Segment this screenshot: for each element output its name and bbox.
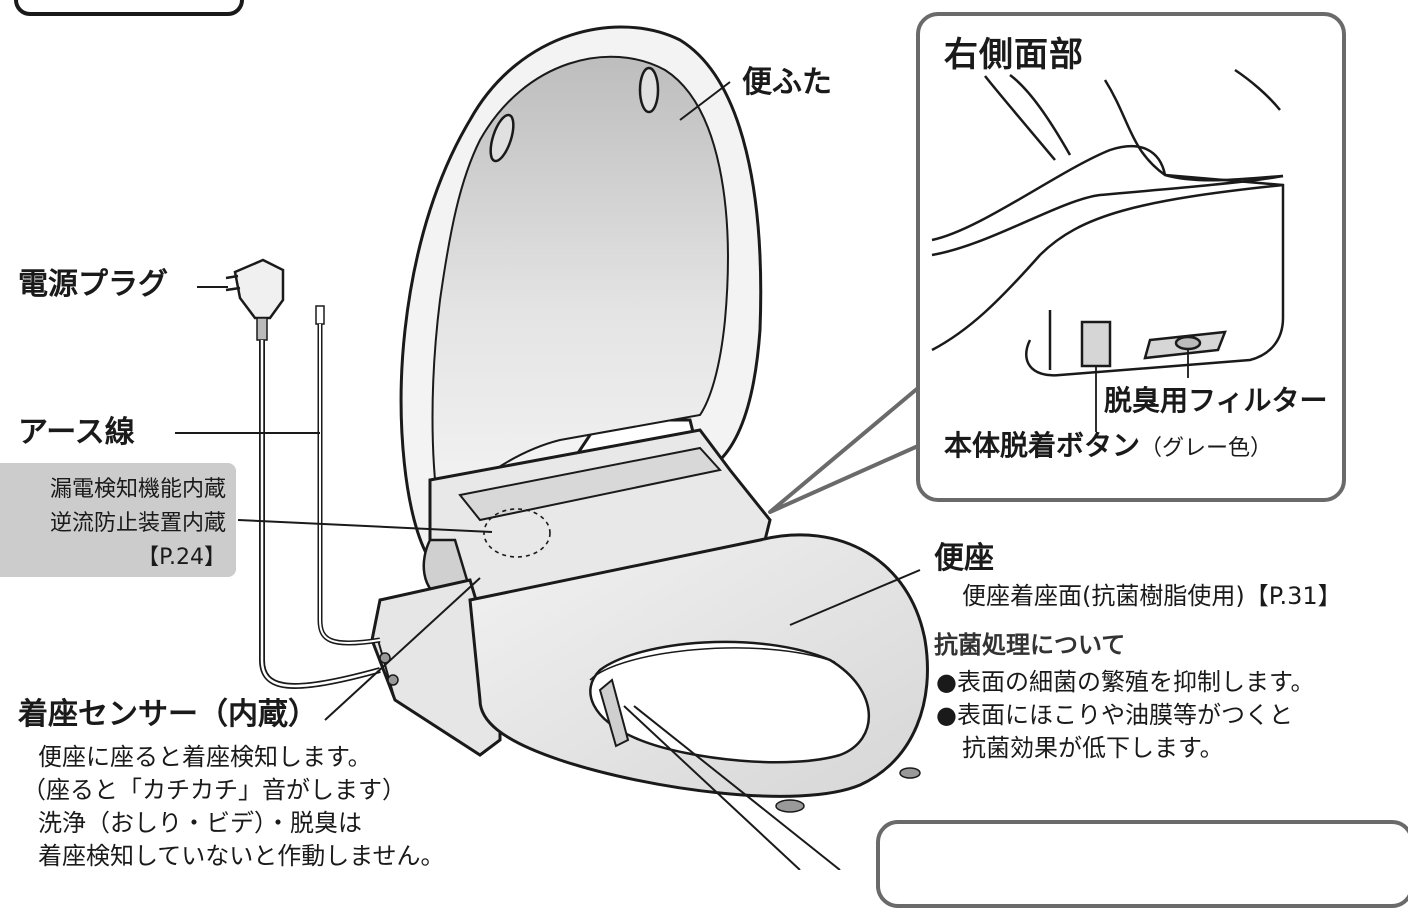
seat-sensor-label: 着座センサー（内蔵） (18, 697, 318, 732)
note-line-2: 逆流防止装置内蔵 (49, 511, 226, 536)
release-button-note: （グレー色） (1140, 436, 1273, 461)
ground-wire-label: アース線 (18, 415, 135, 450)
inset-pointer (768, 386, 920, 514)
inset-drawing (931, 68, 1285, 377)
power-plug-shape (225, 258, 381, 689)
plug-label: 電源プラグ (18, 267, 168, 302)
seat-sensor-desc-1: 便座に座ると着座検知します。 (38, 743, 372, 771)
section-tab-frame (14, 0, 244, 16)
inset-title: 右側面部 (944, 35, 1084, 75)
leak-detection-note: 漏電検知機能内蔵 逆流防止装置内蔵 【P.24】 (0, 463, 236, 577)
lid-label: 便ふた (742, 65, 832, 100)
lid-shape (399, 25, 763, 563)
filter-label: 脱臭用フィルター (1104, 384, 1328, 417)
inset-frame (916, 12, 1346, 502)
lower-inset-frame (876, 820, 1408, 908)
seat-label: 便座 (934, 541, 994, 576)
release-button-label: 本体脱着ボタン (944, 429, 1141, 462)
ground-wire-shape (315, 305, 381, 646)
toilet-seat-illustration (175, 25, 1285, 870)
antibacterial-bullet-3: 抗菌効果が低下します。 (962, 734, 1224, 762)
antibacterial-bullet-2: ●表面にほこりや油膜等がつくと (936, 701, 1293, 729)
leader-lines (175, 81, 921, 870)
seat-shape (468, 533, 929, 813)
note-line-1: 漏電検知機能内蔵 (49, 477, 226, 502)
seat-sensor-desc-3: 洗浄（おしり・ビデ）・脱臭は (38, 809, 362, 837)
release-button-label-group: 本体脱着ボタン（グレー色） (944, 428, 1272, 463)
seat-sensor-desc-2: （座ると「カチカチ」音がします） (22, 776, 406, 804)
side-panel-shape (370, 578, 502, 757)
seat-desc: 便座着座面(抗菌樹脂使用)【P.31】 (962, 582, 1342, 610)
antibacterial-heading: 抗菌処理について (934, 631, 1126, 659)
inset-leaders (1095, 350, 1189, 432)
seat-sensor-desc-4: 着座検知していないと作動しません。 (38, 842, 445, 870)
note-line-3: 【P.24】 (137, 545, 226, 570)
antibacterial-bullet-1: ●表面の細菌の繁殖を抑制します。 (936, 668, 1315, 696)
